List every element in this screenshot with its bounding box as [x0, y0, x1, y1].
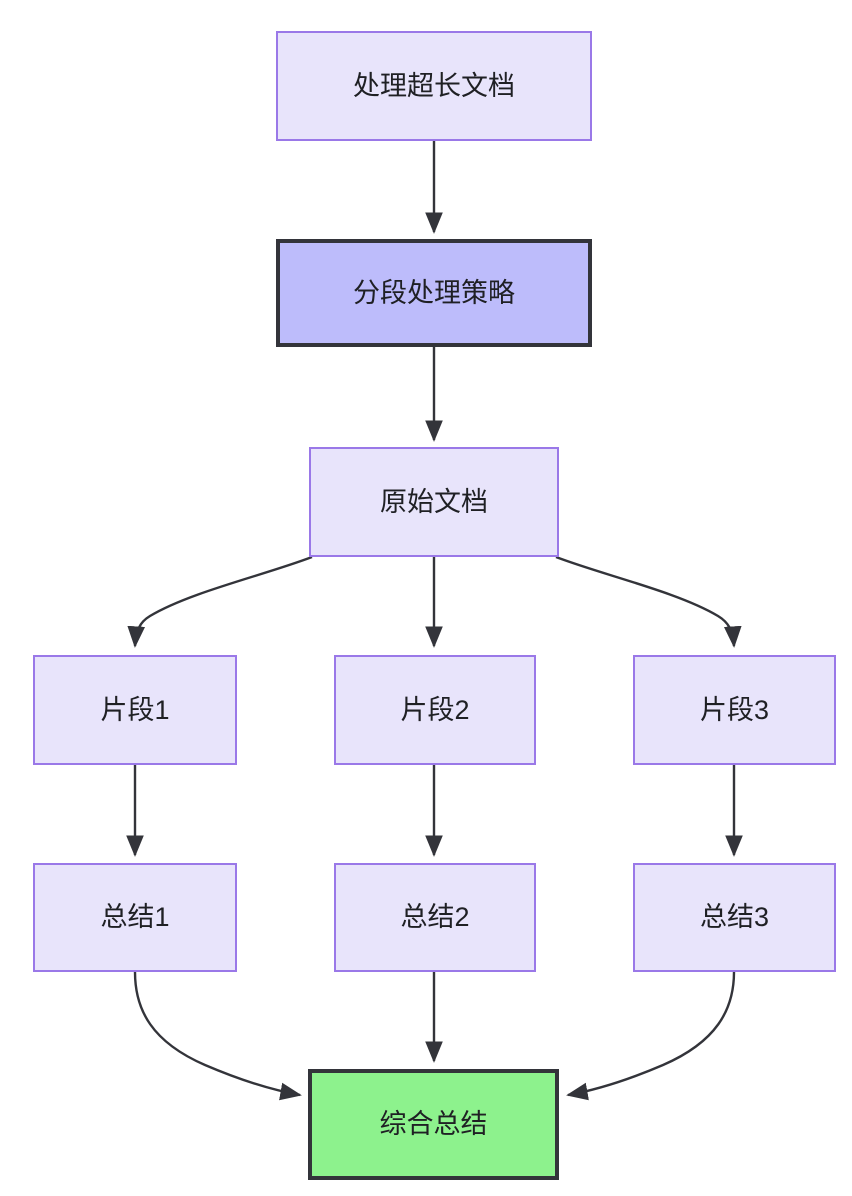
node-fragment-1[interactable]: 片段1	[33, 655, 237, 765]
node-strategy-label: 分段处理策略	[353, 277, 515, 308]
node-summary-1-label: 总结1	[100, 902, 170, 933]
node-fragment-2[interactable]: 片段2	[334, 655, 536, 765]
node-root-label: 处理超长文档	[353, 70, 515, 101]
node-fragment-2-label: 片段2	[400, 694, 470, 725]
node-strategy[interactable]: 分段处理策略	[276, 239, 592, 347]
node-final-summary[interactable]: 综合总结	[308, 1069, 559, 1180]
edge-sum3-to-final	[566, 971, 736, 1101]
node-summary-1[interactable]: 总结1	[33, 863, 237, 972]
node-fragment-3-label: 片段3	[699, 694, 770, 725]
node-source-document-label: 原始文档	[380, 486, 488, 517]
node-summary-2[interactable]: 总结2	[334, 863, 536, 972]
node-summary-3-label: 总结3	[699, 902, 770, 933]
node-root[interactable]: 处理超长文档	[276, 31, 592, 141]
node-final-summary-label: 综合总结	[379, 1109, 488, 1140]
edge-sum1-to-final	[133, 971, 302, 1101]
edge-source-to-frag1	[127, 555, 313, 648]
node-fragment-1-label: 片段1	[100, 694, 170, 725]
node-summary-2-label: 总结2	[400, 902, 470, 933]
node-fragment-3[interactable]: 片段3	[633, 655, 836, 765]
node-summary-3[interactable]: 总结3	[633, 863, 836, 972]
edge-source-to-frag3	[555, 555, 742, 648]
node-source-document[interactable]: 原始文档	[309, 447, 559, 557]
